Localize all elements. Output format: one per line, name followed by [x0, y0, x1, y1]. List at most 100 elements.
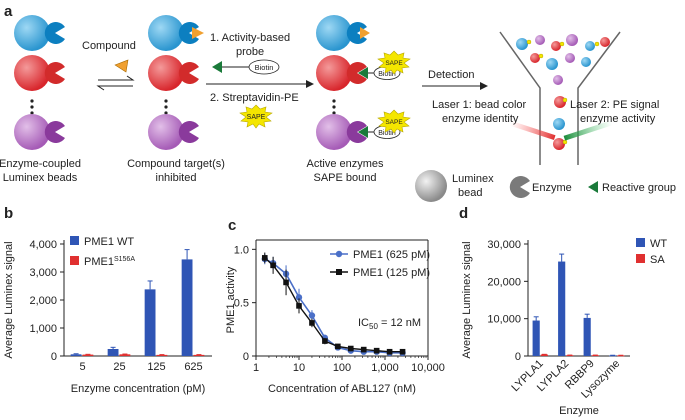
y-tick-label: 20,000 [487, 276, 521, 288]
bead-column-2: Compound target(s) inhibited [127, 15, 225, 184]
laser1-line1: Laser 1: bead color [432, 99, 527, 111]
bar [119, 354, 131, 356]
bar [70, 354, 82, 356]
laser-2-beam [563, 120, 613, 141]
caption-1-line2: Luminex beads [3, 172, 78, 184]
legend-label: PME1 WT [84, 236, 134, 248]
bar [583, 317, 591, 356]
bar [156, 354, 168, 356]
x-tick-label: 25 [113, 361, 125, 373]
blue-bead [148, 15, 184, 51]
biotin-label: Biotin [378, 71, 396, 78]
laser2-line2: enzyme activity [580, 113, 656, 125]
blue-bead [14, 15, 50, 51]
compound-triangle-icon [114, 59, 129, 73]
red-bead [14, 55, 50, 91]
panel-a: a Enzyme-coupled Luminex beads Compound [0, 3, 676, 202]
bar [193, 354, 205, 356]
bar [617, 355, 625, 357]
ic50-annotation: IC50 = 12 nM [358, 317, 421, 331]
ellipsis-dots [30, 99, 34, 115]
legend-enzyme: Enzyme [532, 182, 572, 194]
y-axis-label: Average Luminex signal [461, 241, 473, 358]
bar [107, 349, 119, 356]
funnel-sape-dots [526, 39, 600, 145]
legend-reactive: Reactive group [602, 182, 676, 194]
panel-label: b [4, 205, 13, 222]
forward-arrow-icon [98, 75, 135, 81]
bar [181, 259, 193, 356]
x-tick-label: 1,000 [371, 362, 399, 374]
step-arrow-head-icon [306, 80, 314, 88]
laser1-line2: enzyme identity [442, 113, 519, 125]
legend-marker [336, 269, 342, 275]
data-point [399, 348, 406, 355]
data-point [373, 347, 380, 354]
legend-label: SA [650, 254, 665, 266]
funnel-right-wall [577, 31, 621, 165]
data-point [309, 320, 315, 326]
bead-column-1: Enzyme-coupled Luminex beads [0, 15, 81, 184]
luminex-bead-legend-icon [415, 170, 447, 202]
sape-label: SAPE [247, 114, 266, 121]
legend-label: PME1 (625 pM) [353, 249, 430, 261]
data-point [347, 345, 354, 352]
x-axis-label: Enzyme [559, 405, 599, 417]
y-tick-label: 30,000 [487, 239, 521, 251]
bar [609, 355, 617, 357]
data-point [322, 338, 328, 344]
bar [144, 289, 156, 356]
purple-bead [316, 114, 352, 150]
legend-swatch [636, 254, 645, 263]
laser-1-beam [510, 120, 556, 140]
x-tick-label: 10,000 [411, 362, 445, 374]
data-point [283, 279, 289, 286]
x-tick-label: 10 [293, 362, 305, 374]
x-axis-label: Concentration of ABL127 (nM) [268, 383, 416, 395]
y-tick-label: 3,000 [29, 267, 57, 279]
legend-marker [335, 250, 343, 258]
compound-step: Compound [82, 40, 136, 91]
data-point [296, 303, 302, 309]
ic50-annotation-part: 50 [369, 322, 378, 331]
sape-label: SAPE [385, 119, 403, 126]
legend-label: PME1S156A [84, 256, 135, 268]
x-axis-label: Enzyme concentration (pM) [71, 383, 206, 395]
y-tick-label: 10,000 [487, 314, 521, 326]
data-point [335, 343, 341, 350]
reactive-group-icon [358, 126, 368, 138]
x-tick-label: 100 [333, 362, 351, 374]
bar [591, 355, 599, 357]
detection-label: Detection [428, 69, 474, 81]
detection-step: Detection [422, 69, 488, 90]
blue-bead [316, 15, 352, 51]
caption-2-line1: Compound target(s) [127, 158, 225, 170]
panel-a-legend: Luminex bead Enzyme Reactive group [415, 170, 676, 202]
probe-steps: 1. Activity-based probe Biotin 2. Strept… [206, 32, 314, 129]
bar [540, 354, 548, 356]
bead-column-3: Biotin SAPE Biotin SAPE Active enzymes S… [306, 15, 411, 184]
x-tick-label: 625 [184, 361, 202, 373]
funnel-beads [516, 34, 610, 150]
biotin-label: Biotin [378, 130, 396, 137]
laser2-line1: Laser 2: PE signal [570, 99, 659, 111]
bar [532, 320, 540, 356]
data-point [360, 346, 367, 353]
biotin-tag [248, 59, 280, 75]
purple-bead [14, 114, 50, 150]
red-bead [148, 55, 184, 91]
bar [82, 354, 94, 356]
step1-line1: 1. Activity-based [210, 32, 290, 44]
caption-3-line2: SAPE bound [314, 172, 377, 184]
detection-arrow-head-icon [480, 82, 488, 90]
x-tick-label: 5 [79, 361, 85, 373]
reactive-group-icon [358, 67, 368, 79]
step2-label: 2. Streptavidin-PE [210, 92, 299, 104]
reactive-group-legend-icon [588, 181, 598, 193]
y-tick-label: 0 [515, 351, 521, 363]
legend-label-main: PME1 [84, 256, 114, 268]
sape-label: SAPE [385, 60, 403, 67]
